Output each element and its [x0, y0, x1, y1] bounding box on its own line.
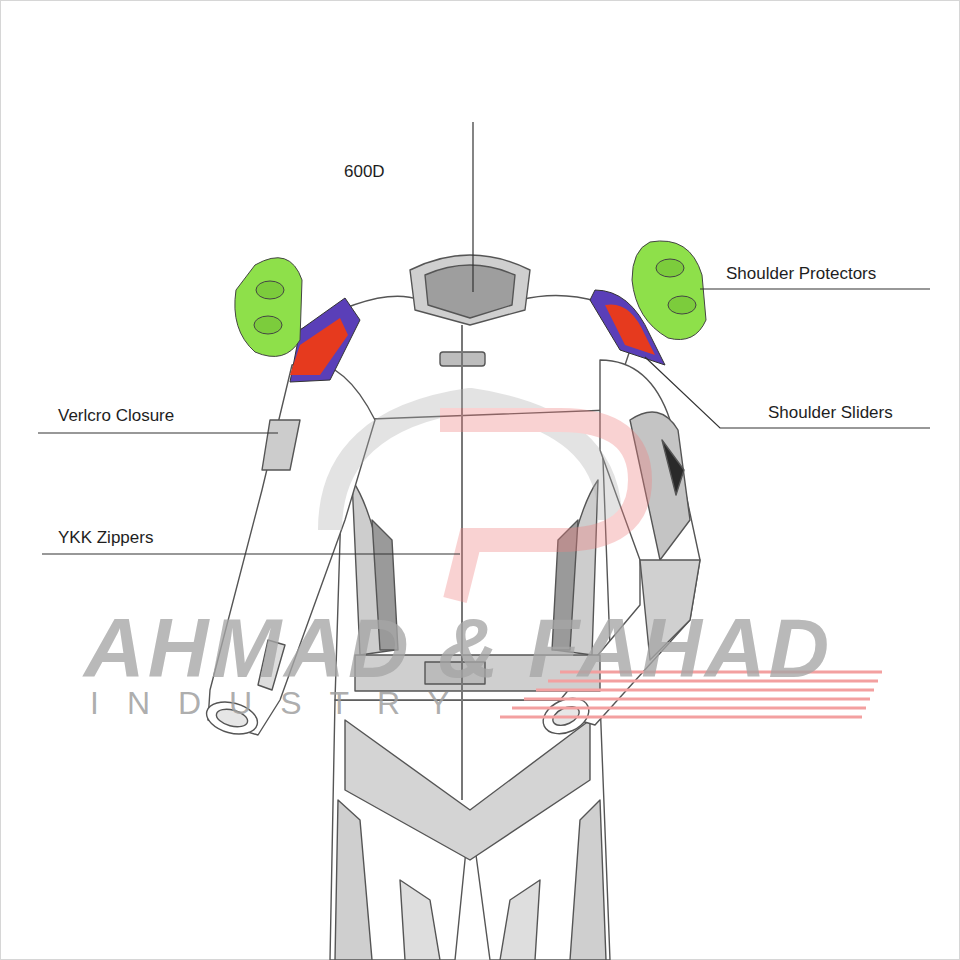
leader-line	[645, 357, 930, 428]
logo-p	[440, 420, 640, 600]
callout-label: Shoulder Sliders	[768, 403, 893, 423]
brand-watermark: AHMAD & FAHAD	[84, 598, 832, 699]
protector-pad	[254, 316, 282, 334]
leader-line	[472, 122, 473, 292]
leader-lines	[38, 122, 930, 554]
protector-shell	[235, 258, 302, 357]
leg-panel	[400, 880, 440, 960]
elbow-vent	[662, 440, 684, 495]
brand-watermark: INDUSTRY	[90, 684, 477, 722]
callout-label: Verlcro Closure	[58, 406, 174, 426]
velcro-tab	[262, 420, 300, 470]
logo-watermark	[330, 400, 640, 600]
protector-pad	[668, 296, 696, 314]
suit-legs	[330, 700, 610, 960]
shoulder-protector	[632, 241, 706, 340]
material-label: 600D	[344, 162, 385, 182]
leader-line	[42, 553, 460, 554]
collar-mesh	[425, 265, 515, 318]
leg-panel	[500, 880, 540, 960]
leader-line	[38, 432, 278, 433]
callout-label: YKK Zippers	[58, 528, 153, 548]
protector-shell	[632, 241, 706, 340]
crotch-panel	[345, 720, 590, 860]
leader-line	[700, 288, 930, 289]
callout-label: Shoulder Protectors	[726, 264, 876, 284]
protector-pad	[256, 281, 284, 299]
shoulder-protector	[235, 258, 302, 357]
protector-pad	[656, 259, 684, 277]
leg-panel	[570, 800, 606, 960]
collar	[410, 255, 530, 325]
leg-panel	[335, 800, 372, 960]
